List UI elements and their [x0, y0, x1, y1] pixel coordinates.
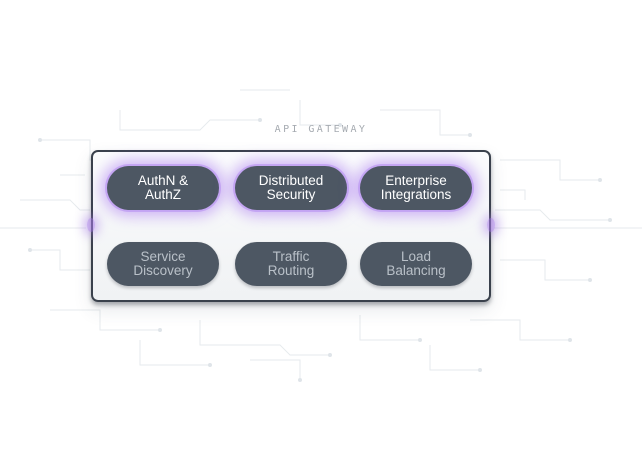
right-connector-glow: [487, 218, 495, 232]
capability-label-line2: Integrations: [380, 187, 452, 202]
capability-label-line1: Load: [400, 249, 432, 264]
gateway-caption: API GATEWAY: [274, 124, 368, 135]
capability-label-line1: Service: [140, 249, 186, 264]
capability-authn-authz[interactable]: AuthN & AuthZ: [107, 166, 219, 210]
capability-label-line1: Traffic: [272, 249, 310, 264]
capability-load-balancing[interactable]: Load Balancing: [360, 242, 472, 286]
capability-traffic-routing[interactable]: Traffic Routing: [235, 242, 347, 286]
capability-label-line1: Enterprise: [385, 173, 447, 188]
left-connector-glow: [87, 218, 95, 232]
capability-distributed-security[interactable]: Distributed Security: [235, 166, 347, 210]
capability-label-line1: Distributed: [258, 173, 324, 188]
capability-label-line2: Routing: [267, 263, 315, 278]
capability-label-line2: Security: [266, 187, 316, 202]
capability-label-line2: Discovery: [133, 263, 193, 278]
capability-enterprise-integrations[interactable]: Enterprise Integrations: [360, 166, 472, 210]
capability-label-line2: AuthZ: [144, 187, 182, 202]
capability-label-line1: AuthN &: [137, 173, 189, 188]
capability-service-discovery[interactable]: Service Discovery: [107, 242, 219, 286]
capability-label-line2: Balancing: [386, 263, 446, 278]
